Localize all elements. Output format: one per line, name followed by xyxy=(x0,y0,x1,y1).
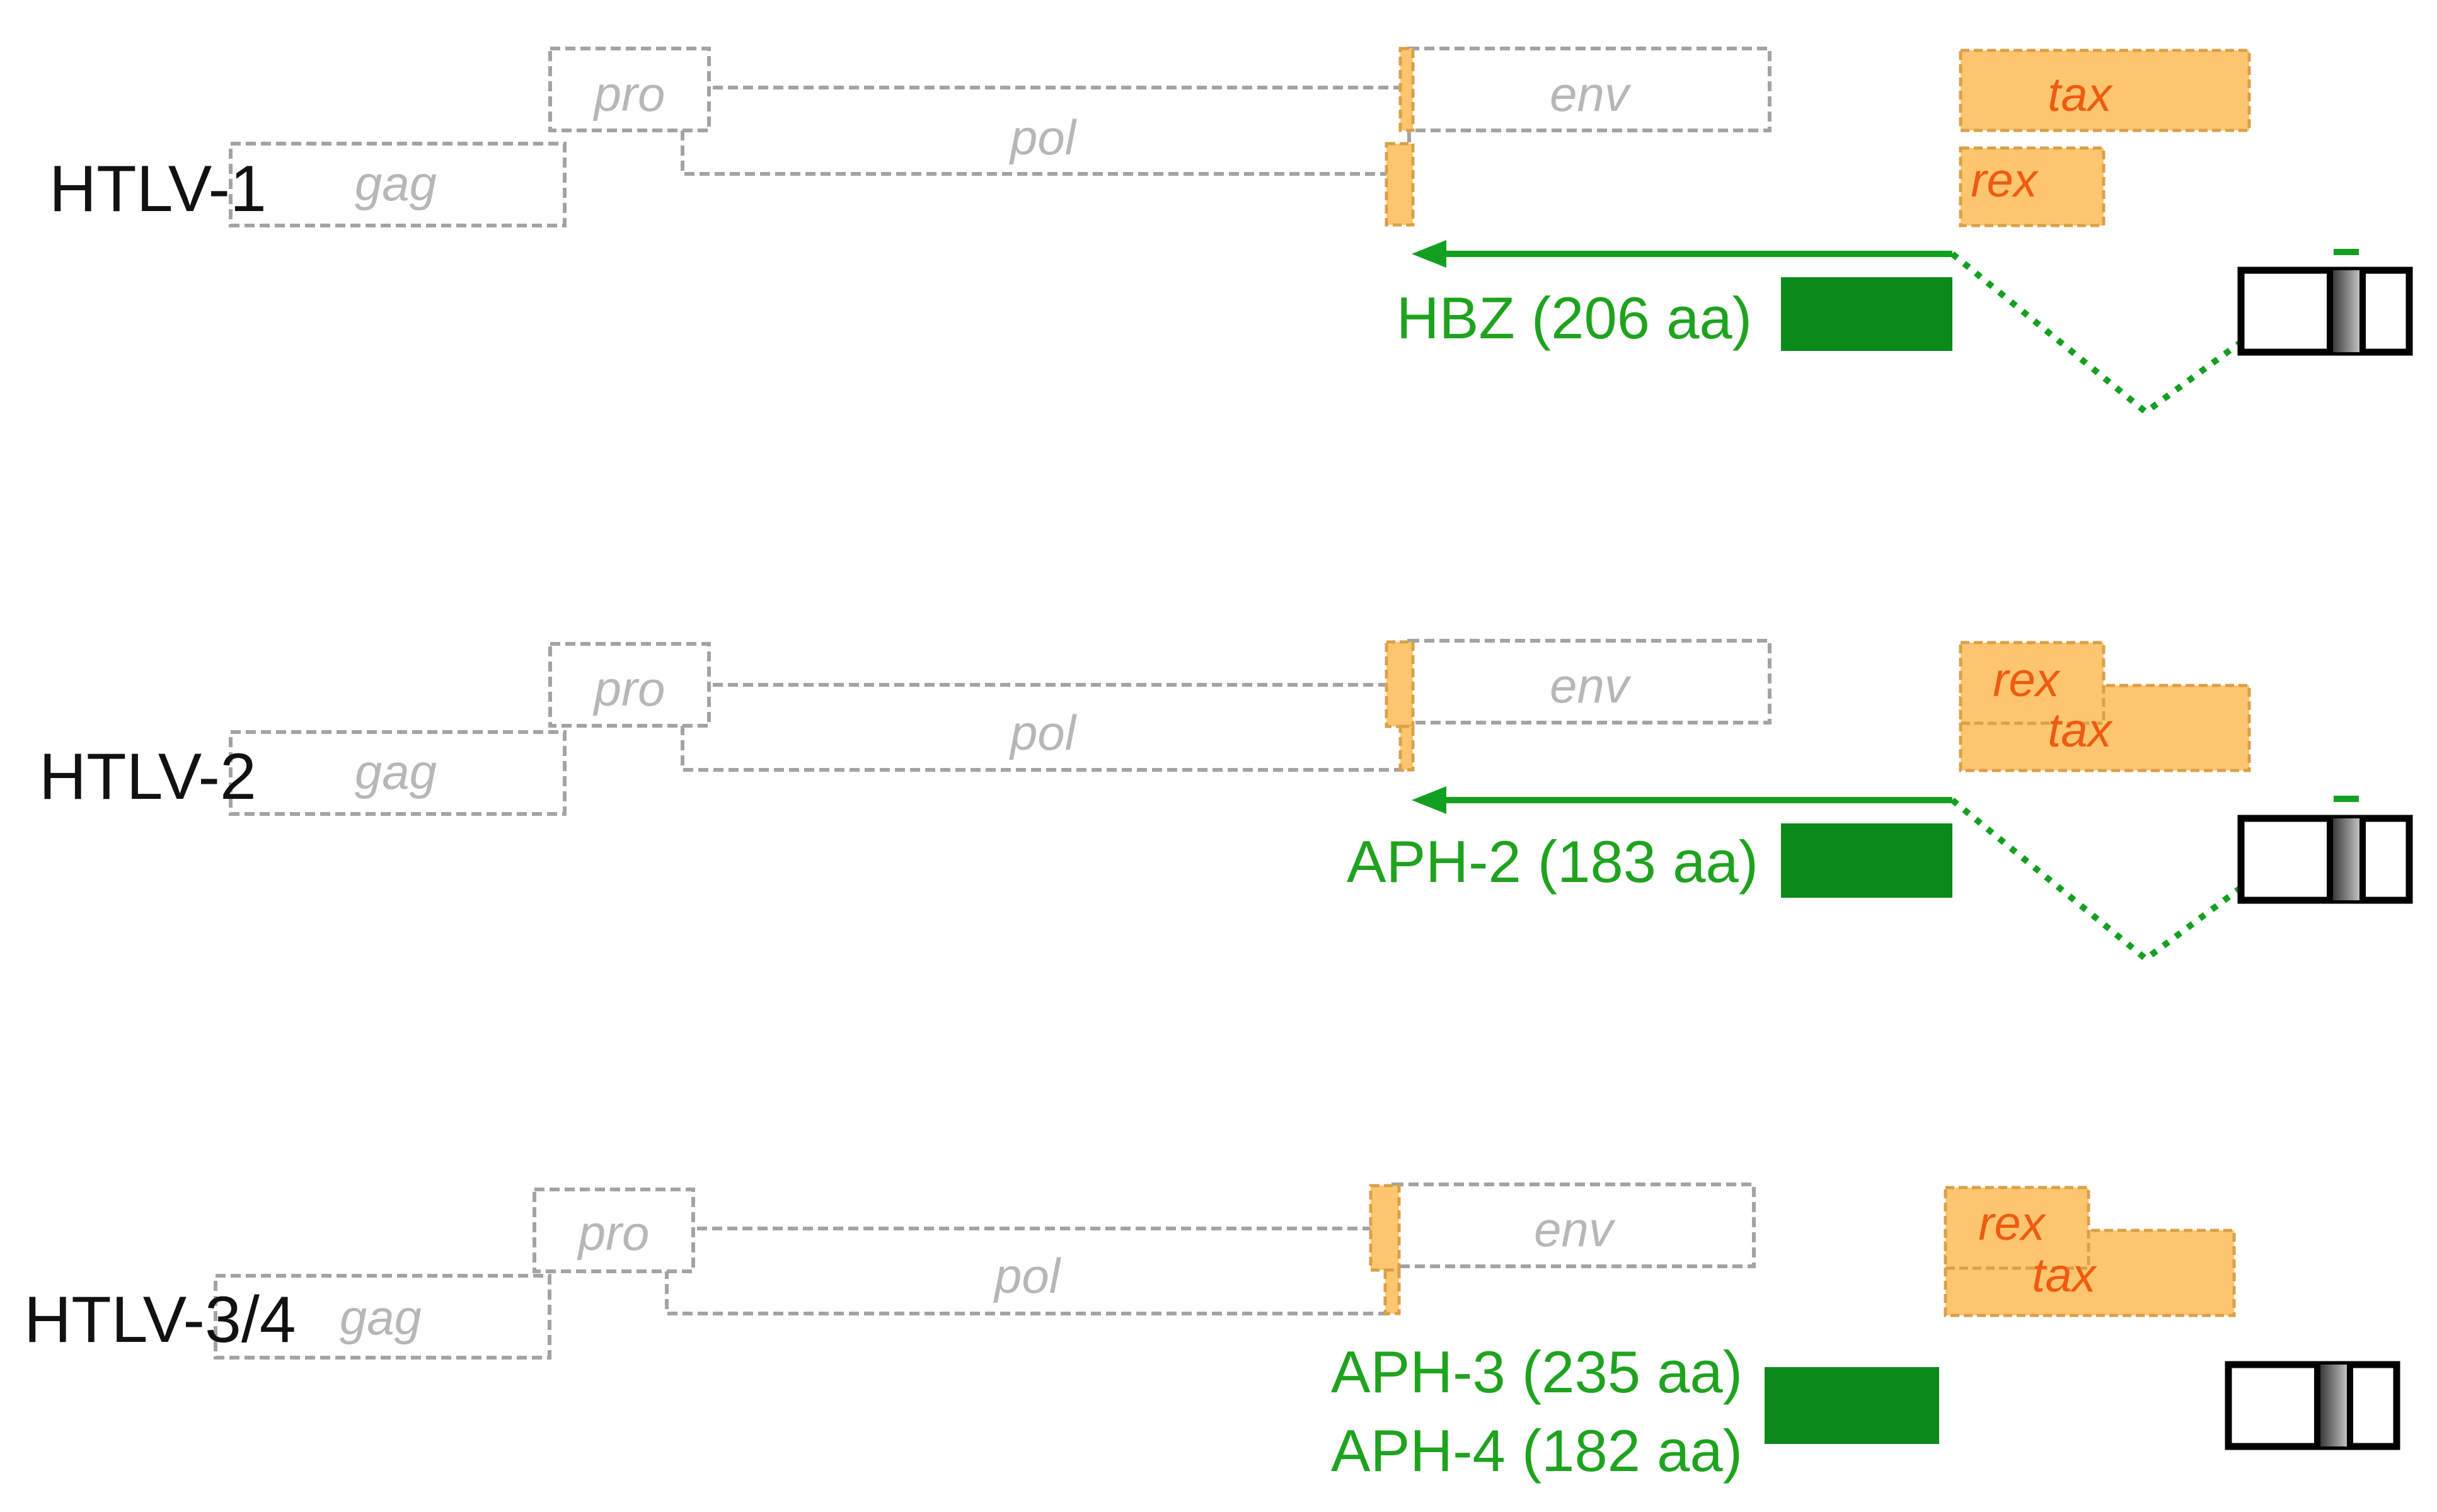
arrow-head-icon xyxy=(1412,240,1446,268)
antisense-orf-bar xyxy=(1765,1367,1939,1444)
ltr-box xyxy=(2225,1361,2400,1450)
gene-tax-exon1-box xyxy=(1383,1268,1401,1315)
antisense-orf-bar xyxy=(1781,823,1952,898)
gene-gag-box xyxy=(229,142,567,227)
antisense-splice-line xyxy=(1950,798,2243,963)
gene-rex-box xyxy=(1959,641,2106,725)
gene-rex-box xyxy=(1944,1186,2090,1270)
gene-env-box xyxy=(1407,47,1772,132)
gene-pro-label: pro xyxy=(577,1205,650,1261)
gene-pol-label: pol xyxy=(993,1248,1062,1303)
gene-tax-exon1-box xyxy=(1398,724,1415,772)
ltr-box xyxy=(2237,796,2413,904)
gene-pro-box xyxy=(548,642,711,728)
gene-rex-label: rex xyxy=(1971,154,2039,207)
ltr-box xyxy=(2237,249,2413,356)
gene-gag-box xyxy=(214,1274,551,1360)
gene-pro-label: pro xyxy=(593,66,665,122)
gene-pol-box xyxy=(665,1227,1395,1315)
antisense-protein-label: HBZ (206 aa) xyxy=(1397,285,1752,351)
gene-rex-box xyxy=(1959,146,2106,227)
gene-env-box xyxy=(1407,639,1772,724)
antisense-protein-label-1: APH-3 (235 aa) xyxy=(1331,1339,1743,1405)
gene-rex-label: rex xyxy=(1978,1197,2047,1251)
gene-env-label: env xyxy=(1534,1201,1616,1257)
gene-pro-box xyxy=(548,47,711,132)
gene-pol-label: pol xyxy=(1009,705,1078,760)
gene-rex-label: rex xyxy=(1993,653,2061,707)
arrow-head-icon xyxy=(1412,786,1446,814)
gene-rex-exon1-box xyxy=(1385,640,1415,728)
gene-env-label: env xyxy=(1550,658,1632,713)
strain-label: HTLV-3/4 xyxy=(24,1283,296,1356)
strain-label: HTLV-1 xyxy=(49,152,267,226)
gene-tax-box xyxy=(1959,49,2251,132)
gene-gag-label: gag xyxy=(355,156,437,211)
gene-tax-label: tax xyxy=(2048,704,2113,757)
gene-rex-exon1-box xyxy=(1398,47,1415,132)
gene-gag-label: gag xyxy=(355,744,437,799)
gene-tax-label: tax xyxy=(2032,1249,2097,1302)
gene-rex-exon1-box xyxy=(1369,1184,1401,1272)
gene-gag-box xyxy=(229,730,567,816)
genome-htlv-3-4: pro pol gag env rex tax HTLV-3/4 APH-3 (… xyxy=(24,1183,2400,1484)
gene-pro-label: pro xyxy=(593,661,665,716)
genome-htlv-1: pro pol gag env tax rex HTLV-1 HBZ (206 … xyxy=(49,47,2413,416)
antisense-protein-label: APH-2 (183 aa) xyxy=(1347,828,1758,895)
antisense-protein-label-2: APH-4 (182 aa) xyxy=(1331,1418,1743,1484)
genome-htlv-2: pro pol gag env rex tax HTLV-2 APH-2 (18… xyxy=(39,639,2413,963)
gene-env-box xyxy=(1391,1183,1756,1268)
gene-env-label: env xyxy=(1550,66,1632,122)
gene-tax-exon1-box xyxy=(1385,142,1415,227)
gene-pol-label: pol xyxy=(1009,110,1078,165)
gene-gag-label: gag xyxy=(340,1290,422,1345)
antisense-splice-line xyxy=(1950,251,2243,416)
strain-label: HTLV-2 xyxy=(39,740,256,813)
gene-tax-label: tax xyxy=(2048,68,2113,122)
gene-pro-box xyxy=(533,1188,695,1273)
antisense-orf-bar xyxy=(1781,277,1952,351)
gene-pol-box xyxy=(681,683,1411,772)
